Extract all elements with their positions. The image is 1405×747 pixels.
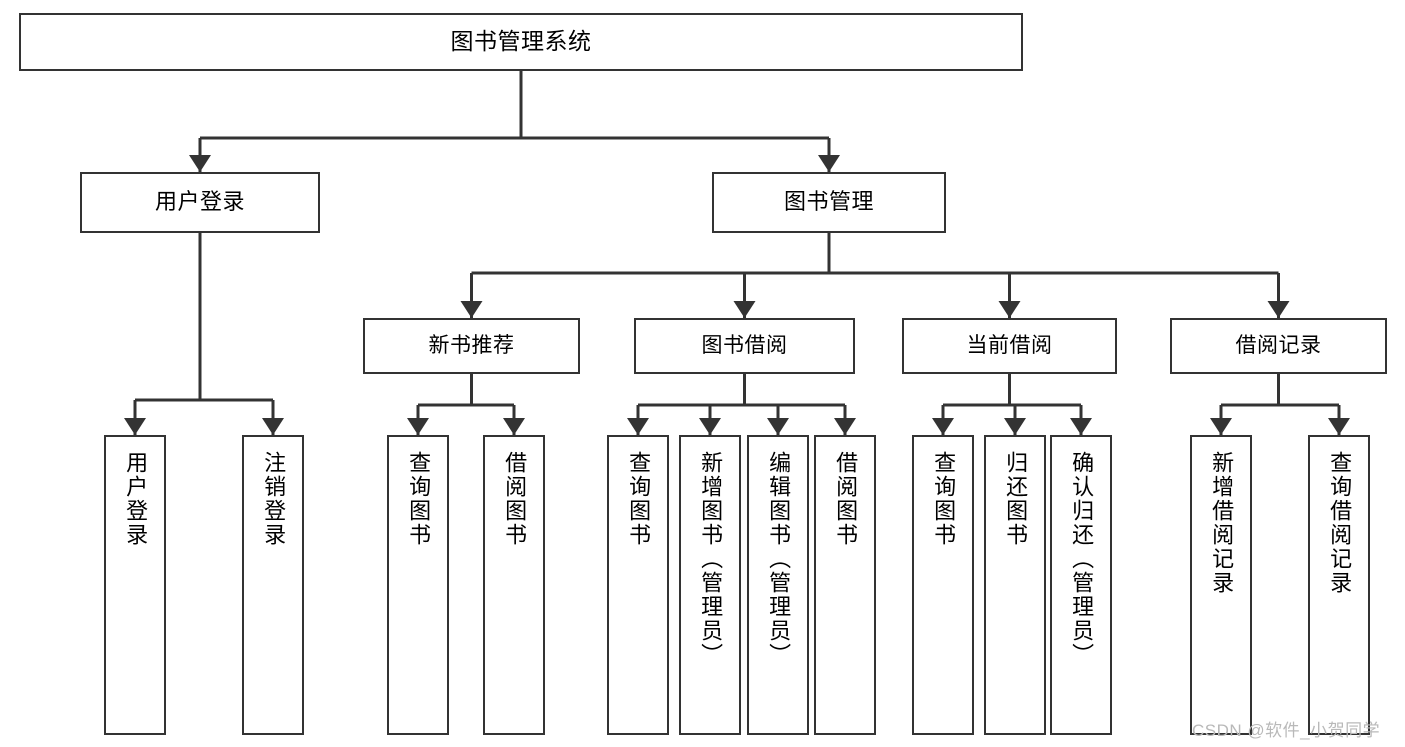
node-root[interactable]: 图书管理系统 (19, 13, 1023, 71)
node-label: 查询图书 (626, 451, 652, 547)
arrowhead-leaf2 (262, 418, 284, 435)
node-leaf2[interactable]: 注销登录 (242, 435, 304, 735)
arrowhead-leaf13 (1328, 418, 1350, 435)
node-borrow[interactable]: 图书借阅 (634, 318, 855, 374)
node-leaf6[interactable]: 新增图书（管理员） (679, 435, 741, 735)
arrowhead-leaf7 (767, 418, 789, 435)
node-label: 图书管理 (783, 189, 874, 215)
node-login[interactable]: 用户登录 (80, 172, 320, 233)
node-leaf12[interactable]: 新增借阅记录 (1190, 435, 1252, 735)
watermark: CSDN @软件_小贺同学 (1192, 721, 1381, 740)
node-current[interactable]: 当前借阅 (902, 318, 1117, 374)
node-leaf9[interactable]: 查询图书 (912, 435, 974, 735)
node-leaf11[interactable]: 确认归还（管理员） (1050, 435, 1112, 735)
node-label: 借阅记录 (1235, 334, 1322, 358)
arrowhead-leaf4 (503, 418, 525, 435)
node-label: 图书借阅 (701, 334, 788, 358)
node-label: 新增借阅记录 (1209, 451, 1235, 595)
arrowhead-current (998, 301, 1021, 318)
arrowhead-borrow (733, 301, 756, 318)
node-label: 用户登录 (154, 189, 245, 215)
node-label: 注销登录 (261, 451, 287, 547)
node-leaf4[interactable]: 借阅图书 (483, 435, 545, 735)
arrowhead-leaf3 (407, 418, 429, 435)
node-label: 确认归还（管理员） (1069, 451, 1095, 667)
node-leaf13[interactable]: 查询借阅记录 (1308, 435, 1370, 735)
node-label: 查询图书 (931, 451, 957, 547)
arrowhead-leaf5 (627, 418, 649, 435)
arrowhead-bookmgmt (818, 155, 840, 172)
node-label: 查询图书 (406, 451, 432, 547)
arrowhead-leaf10 (1004, 418, 1026, 435)
arrowhead-login (189, 155, 211, 172)
node-label: 当前借阅 (966, 334, 1053, 358)
node-label: 图书管理系统 (450, 28, 592, 55)
node-bookmgmt[interactable]: 图书管理 (712, 172, 946, 233)
node-records[interactable]: 借阅记录 (1170, 318, 1387, 374)
node-label: 新增图书（管理员） (698, 451, 724, 667)
arrowhead-leaf9 (932, 418, 954, 435)
node-label: 借阅图书 (502, 451, 528, 547)
arrowhead-newbook (460, 301, 483, 318)
node-label: 新书推荐 (428, 334, 515, 358)
arrowhead-leaf11 (1070, 418, 1092, 435)
node-leaf8[interactable]: 借阅图书 (814, 435, 876, 735)
arrowhead-leaf1 (124, 418, 146, 435)
node-leaf10[interactable]: 归还图书 (984, 435, 1046, 735)
arrowhead-leaf6 (699, 418, 721, 435)
arrowhead-leaf12 (1210, 418, 1232, 435)
node-label: 借阅图书 (833, 451, 859, 547)
node-newbook[interactable]: 新书推荐 (363, 318, 580, 374)
node-label: 查询借阅记录 (1327, 451, 1353, 595)
node-label: 用户登录 (123, 451, 149, 547)
arrowhead-leaf8 (834, 418, 856, 435)
node-leaf3[interactable]: 查询图书 (387, 435, 449, 735)
arrowhead-records (1267, 301, 1290, 318)
node-leaf1[interactable]: 用户登录 (104, 435, 166, 735)
node-label: 编辑图书（管理员） (766, 451, 792, 667)
node-leaf7[interactable]: 编辑图书（管理员） (747, 435, 809, 735)
node-label: 归还图书 (1003, 451, 1029, 547)
node-leaf5[interactable]: 查询图书 (607, 435, 669, 735)
